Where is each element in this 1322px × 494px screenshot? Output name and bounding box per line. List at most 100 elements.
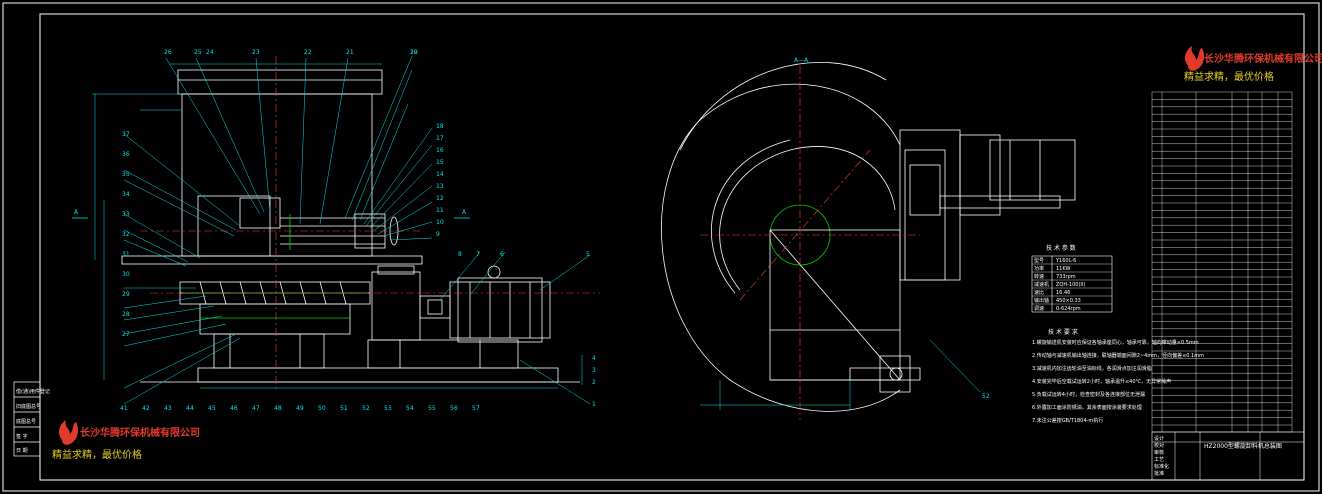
callout-16: 16 [436,147,444,154]
title-block-row: 工艺 [1154,457,1164,463]
callout-25: 25 [194,49,202,56]
callout-19: 19 [410,49,418,56]
front-view-leaders [123,55,591,405]
side-binding-block: 借(通)用件登记 旧底图总号 底图总号 签 字 日 期 [13,381,50,457]
section-view [661,61,1076,412]
callout-27: 27 [122,331,130,338]
callout-36: 36 [122,151,130,158]
callout-34: 34 [122,191,130,198]
tech-requirements: 技 术 要 求 1.螺旋输送机安装时应保证各轴承座同心，轴承可靠，轴向窜动量≤0… [1032,328,1204,424]
section-marker-left: A [74,209,79,216]
front-view-centerlines [140,56,600,390]
callout-46: 46 [230,405,238,412]
brand-bottom: 长沙华腾环保机械有限公司 精益求精，最优价格 [52,420,200,461]
tech-param-value: 450×0.33 [1056,298,1081,304]
side-block-2: 底图总号 [16,418,36,425]
callout-29: 29 [122,291,130,298]
tech-param-key: 功率 [1034,265,1044,272]
callout-47: 47 [252,405,260,412]
callout-9: 9 [436,231,440,238]
tech-req-line: 3.减速机内加注齿轮油至油标线，各润滑点加注润滑脂 [1032,365,1152,372]
tech-param-value: 733rpm [1056,274,1076,280]
callout-18: 18 [436,123,444,130]
callout-32: 32 [122,231,130,238]
callout-17: 17 [436,135,444,142]
flame-logo-icon [1185,46,1204,71]
callout-3: 3 [592,367,596,374]
side-block-0: 借(通)用件登记 [16,388,50,395]
callout-15: 15 [436,159,444,166]
callout-1: 1 [592,401,596,408]
tech-req-line: 7.未注公差按GB/T1804-m执行 [1032,417,1103,424]
inner-frame [39,13,1305,481]
tech-param-value: Y160L-6 [1055,258,1076,264]
view-title: A—A [794,57,809,64]
callout-45: 45 [208,405,216,412]
tech-req-line: 2.传动轴与减速机输出轴连接，联轴器端面间隙2~4mm，径向偏差≤0.1mm [1032,352,1204,359]
title-block-row: 设计 [1154,435,1164,442]
section-marker-right: A [462,209,467,216]
section-view-dimensions [700,339,981,410]
tech-req-line: 4.安装完毕后空载试运转2小时，轴承温升≤40℃，无异常噪声 [1032,378,1171,385]
callout-56: 56 [450,405,458,412]
title-block-row: 审核 [1154,449,1164,456]
callout-50: 50 [318,405,326,412]
callout-31: 31 [122,251,130,258]
callout-42: 42 [142,405,150,412]
callout-28: 28 [122,311,130,318]
callout-22: 22 [304,49,312,56]
title-block-row: 批准 [1154,470,1164,477]
brand-top-name: 长沙华腾环保机械有限公司 [1204,52,1322,65]
callout-23: 23 [252,49,260,56]
callout-2: 2 [592,379,596,386]
tech-params-title: 技 术 参 数 [1046,244,1076,252]
tech-param-value: 11KW [1056,266,1070,272]
callout-52: 52 [362,405,370,412]
callout-51: 51 [340,405,348,412]
tech-param-key: 调速 [1034,305,1044,312]
callout-4: 4 [592,355,596,362]
tech-param-value: 16.46 [1056,290,1070,296]
callout-43: 43 [164,405,172,412]
callout-11: 11 [436,207,444,214]
tech-req-line: 1.螺旋输送机安装时应保证各轴承座同心，轴承可靠，轴向窜动量≤0.5mm [1032,339,1199,346]
brand-top-slogan: 精益求精，最优价格 [1184,70,1274,83]
parts-list [1151,91,1293,433]
callout-30: 30 [122,271,130,278]
section-view-centerlines [700,66,920,420]
callout-13: 13 [436,183,444,190]
callout-6: 6 [500,251,504,258]
callout-33: 33 [122,211,130,218]
tech-param-key: 速比 [1034,289,1044,296]
callout-12: 12 [436,195,444,202]
tech-param-value: ZQH-100(II) [1056,282,1085,288]
tech-param-key: 型号 [1034,257,1044,264]
brand-top: 长沙华腾环保机械有限公司 精益求精，最优价格 [1184,46,1322,83]
callout-14: 14 [436,171,444,178]
flame-logo-icon [59,420,78,445]
callout-5: 5 [586,251,590,258]
callout-26: 26 [164,49,172,56]
tech-params-table: 技 术 参 数 型号 Y160L-6 功率 11KW 转速 733rpm 减速机 ZQH-10… [1031,244,1113,313]
side-block-1: 旧底图总号 [16,403,41,410]
tech-req-title: 技 术 要 求 [1048,328,1078,336]
tech-param-key: 转速 [1034,273,1044,280]
callout-41: 41 [120,405,128,412]
front-view-dimensions [92,63,583,389]
callout-49: 49 [296,405,304,412]
tech-param-key: 减速机 [1034,281,1049,288]
title-block-row: 标准化 [1154,463,1169,470]
callout-right-52: 52 [982,393,990,400]
callout-24: 24 [206,49,214,56]
callout-48: 48 [274,405,282,412]
callout-53: 53 [384,405,392,412]
callout-8: 8 [458,251,462,258]
tech-param-key: 输出轴 [1034,297,1049,304]
callout-55: 55 [428,405,436,412]
callout-35: 35 [122,171,130,178]
side-block-3: 签 字 [16,433,28,440]
title-block-row: 校对 [1154,442,1164,449]
